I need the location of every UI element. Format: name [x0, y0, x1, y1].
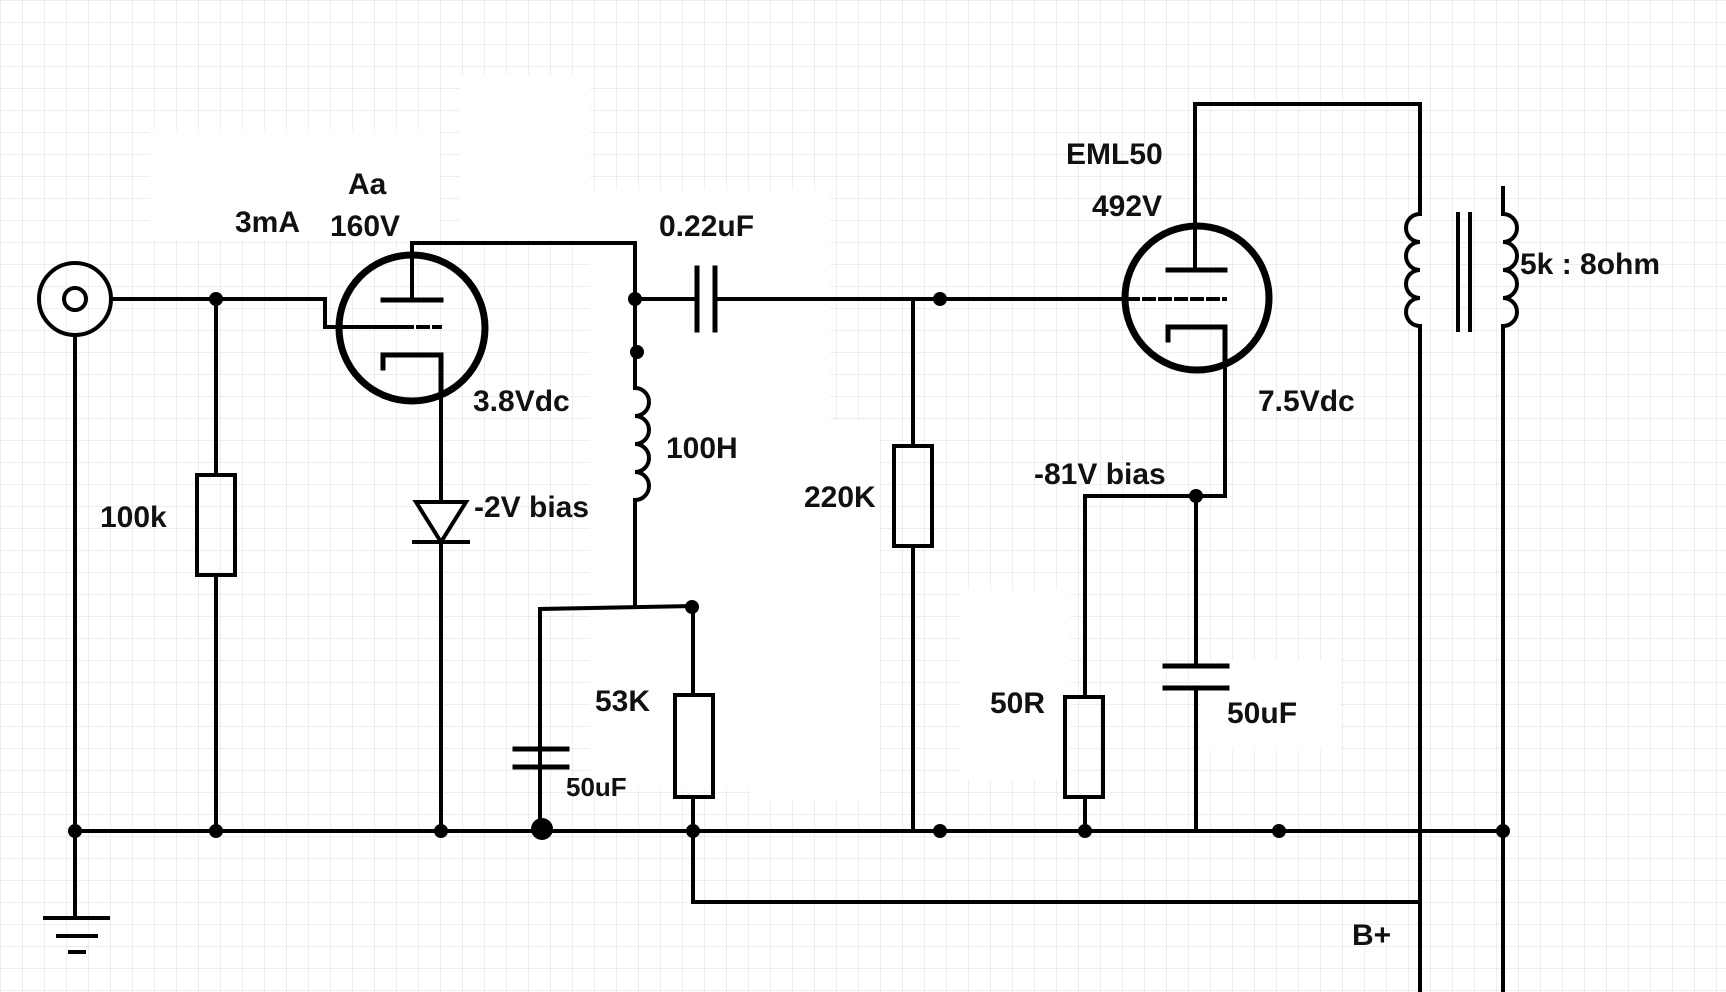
- label-diode-bias: -2V bias: [474, 491, 589, 524]
- label-tube2-plate-voltage: 492V: [1092, 190, 1162, 223]
- label-supply-cap: 50uF: [566, 772, 627, 802]
- label-tube2-bias: -81V bias: [1034, 458, 1166, 491]
- label-cathode-resistor: 50R: [990, 687, 1045, 720]
- tube2-plate-wire: [1193, 102, 1422, 216]
- label-supply: B+: [1352, 919, 1391, 952]
- tube1-triode: [335, 241, 489, 405]
- ground-symbol-icon: [43, 916, 110, 954]
- output-transformer-icon: [1404, 186, 1519, 332]
- label-supply-resistor: 53K: [595, 685, 650, 718]
- label-cathode-cap: 50uF: [1227, 697, 1297, 730]
- label-input-current: 3mA: [235, 206, 300, 239]
- tube1-plate-wire: [410, 241, 637, 301]
- choke-inductor-icon: [632, 385, 651, 503]
- label-backgrounds: [150, 75, 1340, 800]
- tube2-triode: [1121, 102, 1273, 374]
- label-coupling-cap: 0.22uF: [659, 210, 754, 243]
- capacitor-supply: [512, 746, 570, 770]
- label-tube1-name: Aa: [348, 168, 387, 201]
- label-tube2-cathode-voltage: 7.5Vdc: [1258, 385, 1355, 418]
- junction-dot: [1496, 824, 1510, 838]
- label-grid-resistor-in: 100k: [100, 501, 167, 534]
- label-tube1-cathode-voltage: 3.8Vdc: [473, 385, 570, 418]
- junction-dot: [1272, 824, 1286, 838]
- label-grid-resistor-out: 220K: [804, 481, 876, 514]
- junction-dot: [933, 292, 947, 306]
- label-choke: 100H: [666, 432, 738, 465]
- label-tube2-name: EML50: [1066, 138, 1163, 171]
- label-transformer-ratio: 5k : 8ohm: [1520, 248, 1660, 281]
- junction-dot: [630, 345, 644, 359]
- label-tube1-plate-voltage: 160V: [330, 210, 400, 243]
